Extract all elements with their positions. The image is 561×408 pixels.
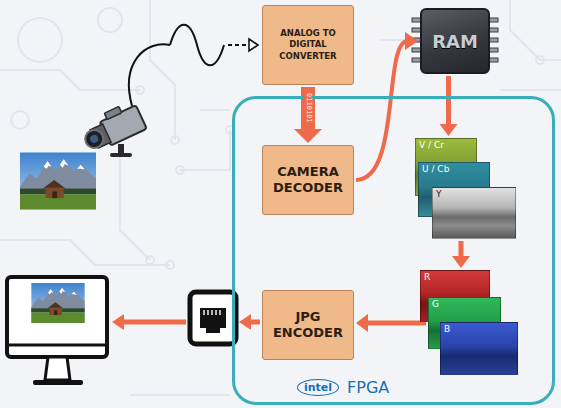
- converter-box: ANALOG TO DIGITAL CONVERTER: [262, 5, 354, 85]
- arrow-head: [405, 32, 418, 50]
- node-label: V / Cr: [419, 140, 473, 150]
- arrow-head: [440, 124, 458, 136]
- arrow-head: [294, 129, 322, 143]
- node-label: G: [432, 299, 497, 309]
- flow-arrow: [356, 32, 418, 180]
- logo: intel FPGA: [297, 378, 389, 397]
- node-label: RAM: [432, 31, 478, 52]
- process-box: CAMERA DECODER: [262, 145, 354, 215]
- image-plane: B: [440, 322, 518, 375]
- edge-label: 0110101: [304, 92, 312, 124]
- ram-chip: RAM: [420, 8, 490, 74]
- connector-line: [459, 241, 464, 258]
- logo-word: intel: [297, 379, 339, 396]
- flow-arrow: [452, 241, 470, 268]
- fpga-region: intel FPGA CAMERA DECODER V / Cr U / Cb Y R G B J…: [232, 96, 555, 405]
- node-label: CAMERA DECODER: [267, 164, 349, 197]
- arrow-head: [452, 256, 470, 268]
- flow-arrow: [356, 314, 426, 332]
- process-box: JPG ENCODER: [262, 290, 354, 360]
- node-label: B: [444, 324, 514, 334]
- node-label: U / Cb: [422, 164, 486, 174]
- connector-line: [301, 87, 315, 132]
- connector-line: [356, 41, 408, 180]
- arrow-head: [356, 314, 368, 332]
- flow-arrow: [440, 76, 458, 136]
- node-label: JPG ENCODER: [267, 309, 349, 342]
- node-label: ANALOG TO DIGITAL CONVERTER: [267, 28, 349, 61]
- node-label: Y: [436, 189, 512, 199]
- node-label: R: [424, 272, 486, 282]
- connector-line: [446, 76, 451, 126]
- logo-text: FPGA: [347, 378, 389, 397]
- connector-line: [366, 321, 426, 326]
- image-plane: Y: [432, 187, 516, 239]
